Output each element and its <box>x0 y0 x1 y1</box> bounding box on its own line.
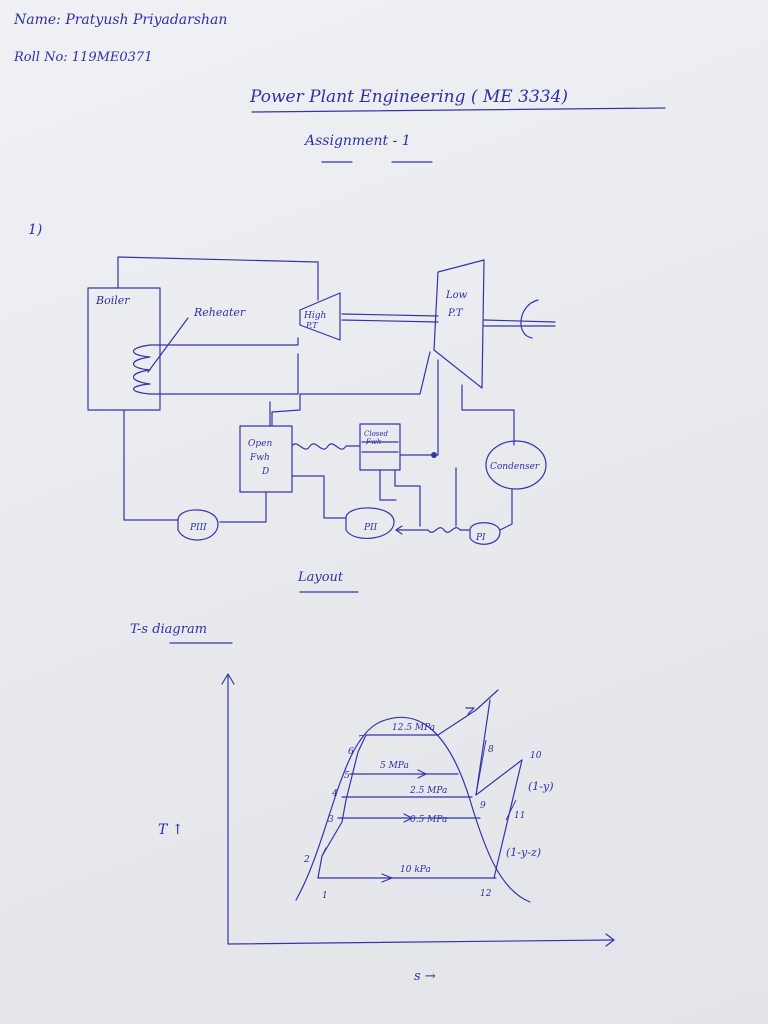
boiler-box <box>87 287 161 411</box>
label-ofwh-2: Fwh <box>249 453 270 463</box>
arrow-superheat <box>465 707 475 715</box>
expansion-lp <box>493 759 523 879</box>
label-pump-iii: PIII <box>189 523 207 533</box>
saturation-dome <box>295 716 531 903</box>
label-ofwh-3: D <box>261 467 269 477</box>
reheat-return-top <box>149 337 299 346</box>
pump-i <box>469 522 501 545</box>
label-boiler: Boiler <box>95 294 130 307</box>
main-steam-line <box>117 256 319 301</box>
label-reheater: Reheater <box>193 306 246 319</box>
x-axis-label: s → <box>414 969 436 984</box>
condensate-line <box>499 488 513 531</box>
piii-to-boiler <box>123 409 179 521</box>
state-6: 6 <box>348 747 354 757</box>
ofwh-to-piii <box>219 491 267 523</box>
pressure-label-10kpa: 10 kPa <box>400 865 431 875</box>
plant-layout-schematic: Boiler Reheater High P.T Low P.T Open Fw… <box>87 256 556 545</box>
generator-symbol <box>520 299 539 339</box>
condenser <box>485 440 547 490</box>
closed-fwh-tubes <box>361 441 399 453</box>
label-hp-turbine-1: High <box>303 311 326 321</box>
label-cfwh-2: Fwh <box>365 438 381 446</box>
bleed-lines <box>475 739 517 821</box>
mass-fraction-2: (1-y-z) <box>506 846 541 859</box>
arrow-pump <box>321 847 327 857</box>
student-name: Name: Pratyush Priyadarshan <box>14 12 228 28</box>
mass-fraction-1: (1-y) <box>528 780 554 793</box>
generator-shaft <box>483 319 556 327</box>
state-8: 8 <box>488 745 494 755</box>
pi-to-pii-line <box>395 527 471 533</box>
hp-turbine <box>299 292 341 341</box>
x-axis-arrow <box>605 933 615 947</box>
layout-caption: Layout <box>298 570 344 585</box>
title-underline <box>251 107 666 113</box>
lp-turbine <box>433 259 485 389</box>
pii-to-ofwh <box>291 475 347 519</box>
state-3: 3 <box>328 815 334 825</box>
label-cfwh-1: Closed <box>364 430 389 438</box>
label-ofwh-1: Open <box>248 439 272 449</box>
label-lp-turbine-2: P.T <box>447 308 464 319</box>
state-7: 7 <box>358 735 364 745</box>
label-condenser: Condenser <box>490 462 540 472</box>
state-2: 2 <box>303 855 310 865</box>
state-9: 9 <box>480 801 486 811</box>
closed-fwh-drain <box>394 469 421 527</box>
arrow-condense <box>381 873 393 883</box>
lp-extraction-line <box>399 359 439 456</box>
label-lp-turbine-1: Low <box>445 290 468 301</box>
arrow-5mpa <box>417 769 427 779</box>
superheat-to-2 <box>437 689 499 736</box>
label-hp-turbine-2: P.T <box>305 321 318 330</box>
pump-ii <box>345 507 395 539</box>
state-5: 5 <box>344 771 350 781</box>
expansion-hp <box>475 699 491 796</box>
state-10: 10 <box>530 751 542 761</box>
extraction-node <box>431 452 437 458</box>
ts-axes <box>227 675 613 945</box>
state-1: 1 <box>322 891 328 901</box>
state-4: 4 <box>331 789 338 799</box>
ts-diagram-caption: T-s diagram <box>130 622 208 637</box>
pressure-label-12-5: 12.5 MPa <box>392 723 435 733</box>
hp-exhaust-to-ofwh <box>271 393 301 427</box>
pressure-label-5: 5 MPa <box>380 761 409 771</box>
label-pump-ii: PII <box>363 523 378 533</box>
assignment-title: Assignment - 1 <box>305 133 411 149</box>
ts-diagram: T ↑ s → 12.5 MPa 5 MPa <box>158 673 615 984</box>
state-11: 11 <box>514 811 525 821</box>
question-number: 1) <box>28 222 43 238</box>
roll-number: Roll No: 119ME0371 <box>14 50 153 65</box>
pressure-label-0-5: 0.5 MPa <box>410 815 447 825</box>
reheat-line-10 <box>475 759 523 796</box>
y-axis-label: T ↑ <box>158 822 184 838</box>
reheat-to-lp <box>299 351 431 395</box>
closed-fwh-outlet <box>379 469 397 501</box>
state-12: 12 <box>480 889 492 899</box>
reheater-coil <box>132 344 151 395</box>
pressure-label-2-5: 2.5 MPa <box>409 786 447 796</box>
reheat-inlet-bottom <box>149 353 299 395</box>
turbine-shaft <box>341 313 439 323</box>
fwh-link-coil <box>291 443 361 450</box>
pump-iii <box>177 509 219 541</box>
arrow-0-5mpa <box>403 813 413 823</box>
flow-arrow-pi <box>395 525 403 535</box>
course-title: Power Plant Engineering ( ME 3334) <box>250 87 569 107</box>
y-axis-arrow <box>221 673 235 685</box>
label-pump-i: PI <box>475 533 486 543</box>
compression-heating-path <box>317 734 367 879</box>
lp-exhaust-line <box>461 384 515 446</box>
